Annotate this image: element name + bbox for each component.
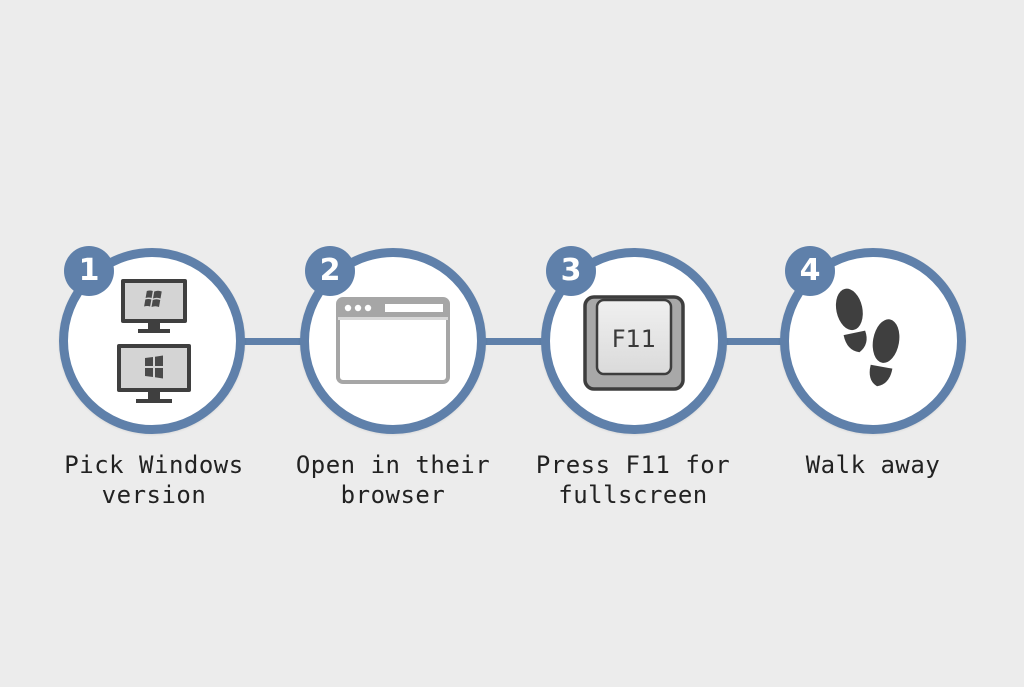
step-label-line: Press F11 for	[535, 451, 731, 479]
f11-key-icon: F11	[583, 295, 685, 395]
step-label-line: browser	[340, 481, 446, 509]
connector-3-4	[722, 338, 786, 345]
step-label-line: Open in their	[295, 451, 491, 479]
step-label: Pick Windows version	[34, 450, 274, 510]
connector-2-3	[481, 338, 547, 345]
step-label-line: fullscreen	[558, 481, 708, 509]
step-label-line: Walk away	[805, 451, 941, 479]
step-number-badge: 3	[546, 246, 596, 296]
step-number-badge: 1	[64, 246, 114, 296]
step-number-badge: 2	[305, 246, 355, 296]
key-label: F11	[612, 325, 656, 353]
step-label: Press F11 for fullscreen	[513, 450, 753, 510]
step-number-badge: 4	[785, 246, 835, 296]
browser-window-icon	[336, 297, 450, 388]
connector-1-2	[240, 338, 306, 345]
step-label: Walk away	[753, 450, 993, 480]
windows-monitors-icon	[116, 276, 192, 412]
step-label-line: version	[101, 481, 207, 509]
step-label-line: Pick Windows	[64, 451, 244, 479]
step-label: Open in their browser	[273, 450, 513, 510]
footprints-icon	[834, 287, 914, 401]
